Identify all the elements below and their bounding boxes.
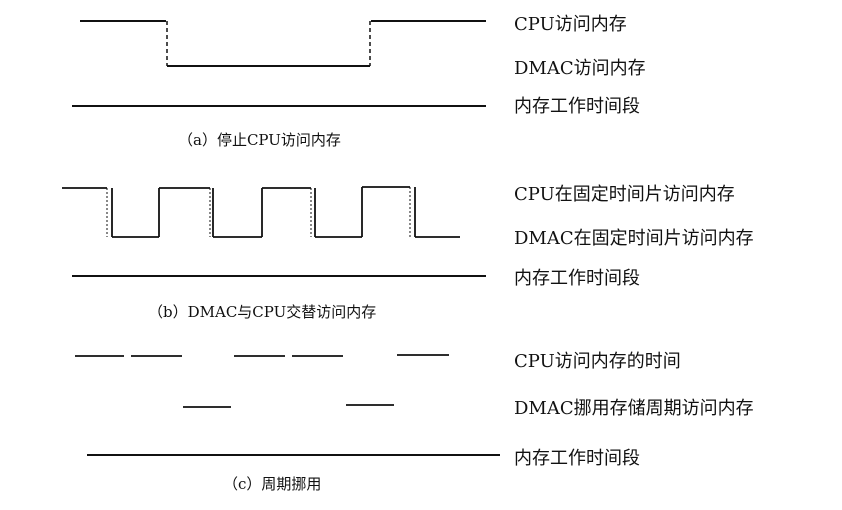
a-memory-label: 内存工作时间段 (514, 96, 640, 117)
c-cpu-label: CPU访问内存的时间 (514, 351, 681, 372)
c-memory-label: 内存工作时间段 (514, 448, 640, 469)
section-b: CPU在固定时间片访问内存 DMAC在固定时间片访问内存 内存工作时间段 （b）… (62, 184, 754, 321)
a-caption: （a）停止CPU访问内存 (178, 131, 341, 149)
a-dmac-label: DMAC访问内存 (514, 58, 646, 79)
c-dmac-label: DMAC挪用存储周期访问内存 (514, 398, 754, 419)
b-memory-label: 内存工作时间段 (514, 268, 640, 289)
section-c: CPU访问内存的时间 DMAC挪用存储周期访问内存 内存工作时间段 （c）周期挪… (75, 351, 754, 493)
a-cpu-label: CPU访问内存 (514, 14, 627, 35)
b-cpu-label: CPU在固定时间片访问内存 (514, 184, 735, 205)
b-dmac-label: DMAC在固定时间片访问内存 (514, 228, 754, 249)
b-caption: （b）DMAC与CPU交替访问内存 (148, 303, 376, 321)
section-a: CPU访问内存 DMAC访问内存 内存工作时间段 （a）停止CPU访问内存 (72, 14, 646, 149)
c-caption: （c）周期挪用 (223, 475, 321, 493)
